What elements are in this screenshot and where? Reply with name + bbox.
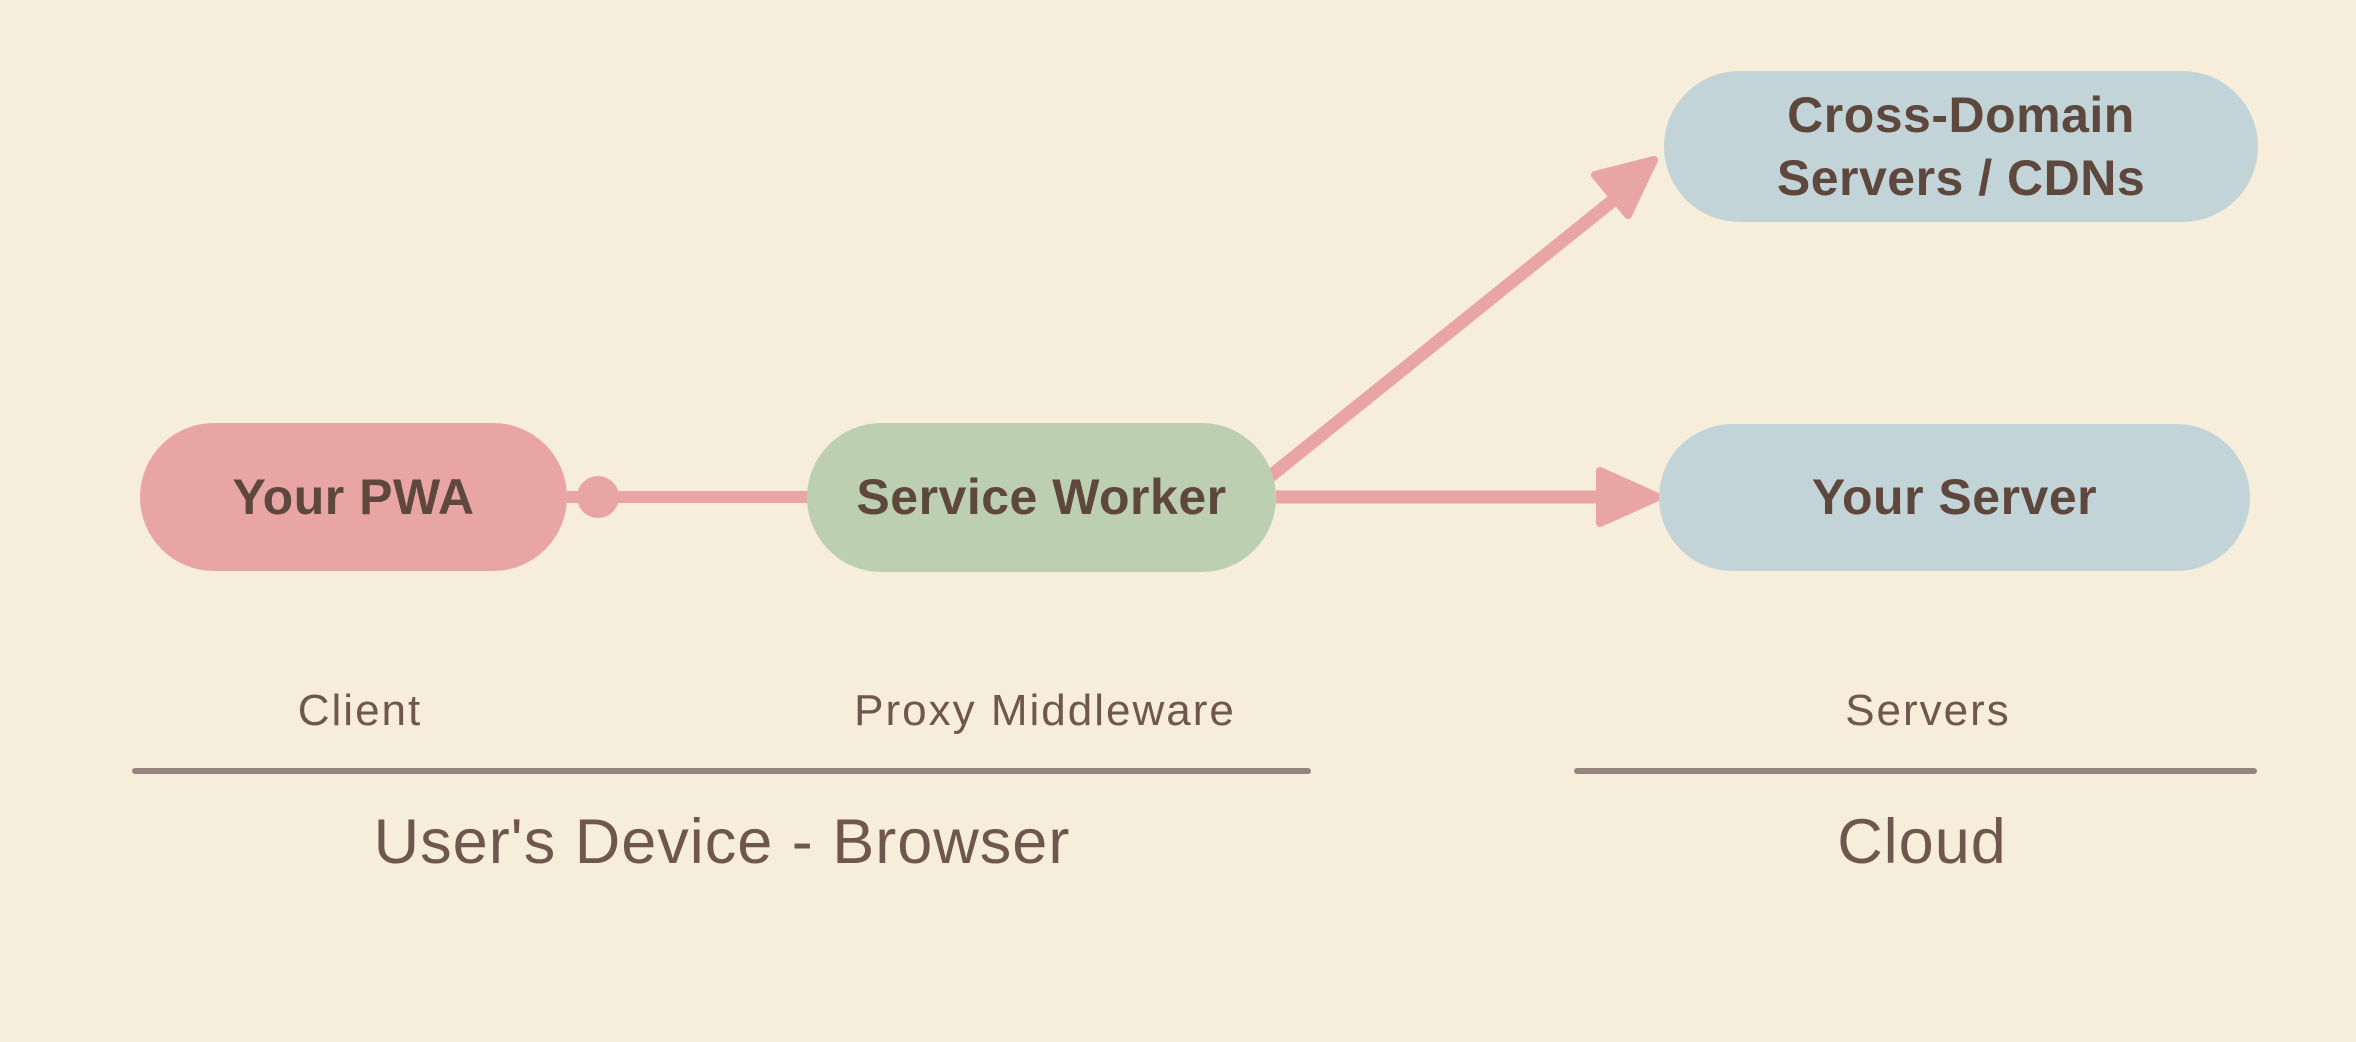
arrowhead-icon bbox=[1591, 156, 1658, 219]
node-your-server-label: Your Server bbox=[1811, 469, 2098, 525]
cloud-zone-divider bbox=[1574, 768, 2257, 774]
edge-line-diagonal bbox=[1263, 192, 1621, 484]
node-your-pwa: Your PWA bbox=[140, 423, 567, 571]
role-label-servers: Servers bbox=[1845, 686, 2011, 735]
node-your-pwa-label: Your PWA bbox=[232, 468, 475, 525]
edge-dot-connector bbox=[577, 476, 619, 518]
node-service-worker: Service Worker bbox=[807, 423, 1276, 572]
edge-sw-to-cross-domain bbox=[1263, 156, 1658, 484]
role-label-client: Client bbox=[297, 686, 423, 735]
zone-title-cloud: Cloud bbox=[1837, 807, 2007, 877]
zone-title-users-device-browser: User's Device - Browser bbox=[373, 807, 1071, 877]
node-service-worker-label: Service Worker bbox=[856, 469, 1227, 525]
arrowhead-icon bbox=[1596, 467, 1662, 527]
node-cross-domain-servers: Cross-Domain Servers / CDNs bbox=[1664, 71, 2258, 222]
device-zone-divider bbox=[132, 768, 1311, 774]
edge-sw-to-your-server bbox=[1276, 467, 1662, 527]
node-your-server: Your Server bbox=[1659, 424, 2250, 571]
role-label-proxy-middleware: Proxy Middleware bbox=[854, 686, 1236, 735]
node-cross-domain-servers-label: Cross-Domain Servers / CDNs bbox=[1776, 86, 2146, 206]
